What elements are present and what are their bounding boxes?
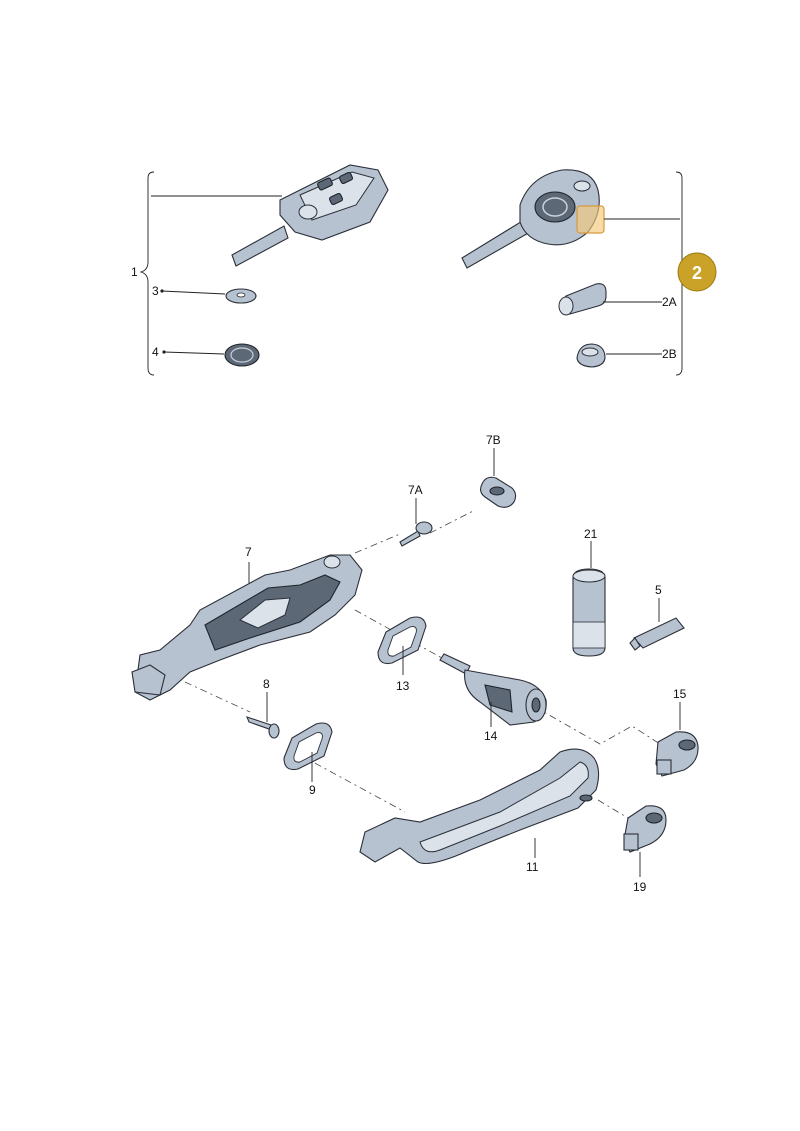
- callout-14: 14: [484, 729, 498, 743]
- screw-part-8[interactable]: [246, 716, 280, 739]
- emblem-part[interactable]: [224, 343, 260, 367]
- outer-handle-part[interactable]: [359, 748, 600, 865]
- key-group: 1 3 4 2A: [131, 164, 717, 376]
- callout-7A: 7A: [408, 483, 423, 497]
- grease-can-part[interactable]: [572, 568, 606, 657]
- callout-5: 5: [655, 583, 662, 597]
- position-badge[interactable]: 2: [677, 252, 717, 292]
- callout-3: 3: [152, 284, 159, 298]
- badge-label: 2: [692, 263, 702, 283]
- left-brace: [139, 171, 155, 376]
- callout-1: 1: [131, 265, 138, 279]
- callout-2B: 2B: [662, 347, 677, 361]
- flip-key-part[interactable]: [231, 164, 389, 267]
- fixed-key-part[interactable]: [461, 169, 605, 269]
- callout-13: 13: [396, 679, 410, 693]
- washer-part[interactable]: [225, 288, 257, 304]
- cover-cap-part-15[interactable]: [655, 731, 699, 777]
- callout-19: 19: [633, 880, 647, 894]
- screw-part-7A[interactable]: [399, 521, 433, 547]
- callout-11: 11: [526, 860, 539, 874]
- callout-8: 8: [263, 677, 270, 691]
- callout-15: 15: [673, 687, 687, 701]
- bracket-part-7B[interactable]: [479, 476, 517, 508]
- seal-part-13[interactable]: [377, 616, 427, 665]
- carrier-frame-part[interactable]: [131, 554, 363, 701]
- cap-part[interactable]: [576, 343, 606, 368]
- callout-9: 9: [309, 783, 316, 797]
- callout-21: 21: [584, 527, 598, 541]
- lock-cylinder-part[interactable]: [439, 653, 547, 726]
- callout-7: 7: [245, 545, 252, 559]
- seal-part-9[interactable]: [283, 722, 333, 771]
- callout-7B: 7B: [486, 433, 501, 447]
- cover-cap-part-19[interactable]: [623, 805, 667, 853]
- callout-2A: 2A: [662, 295, 677, 309]
- handle-group: 7B 7A 7 13: [131, 433, 699, 894]
- callout-4: 4: [152, 345, 159, 359]
- sealant-tube-part[interactable]: [629, 617, 685, 651]
- lock-insert-part[interactable]: [558, 283, 607, 316]
